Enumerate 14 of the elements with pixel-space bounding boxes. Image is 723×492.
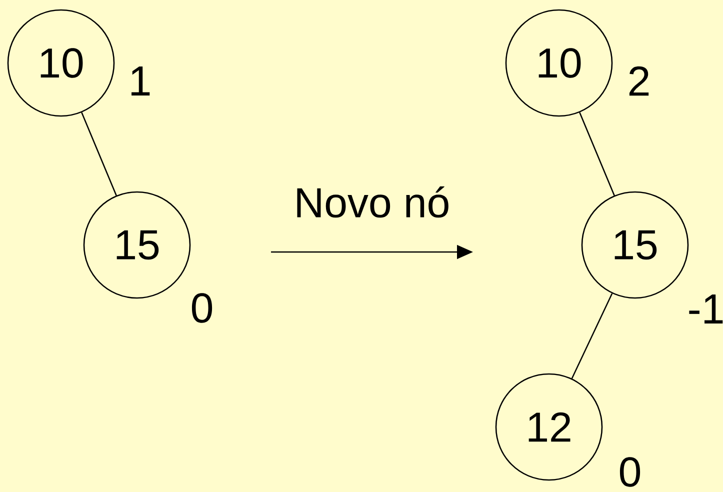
- tree-edge: [81, 112, 117, 196]
- balance-factor: -1: [689, 294, 723, 324]
- balance-factor: 0: [620, 457, 640, 487]
- balance-factor: 2: [629, 66, 649, 96]
- tree-node: 10: [7, 9, 115, 117]
- tree-node: 15: [581, 191, 689, 299]
- tree-node: 12: [495, 373, 603, 481]
- tree-edge: [571, 293, 613, 379]
- tree-edge: [579, 112, 615, 196]
- tree-node: 15: [83, 191, 191, 299]
- balance-factor: 1: [132, 66, 150, 96]
- tree-node: 10: [505, 9, 613, 117]
- balance-factor: 0: [192, 293, 212, 323]
- arrow-label: Novo nó: [297, 186, 448, 218]
